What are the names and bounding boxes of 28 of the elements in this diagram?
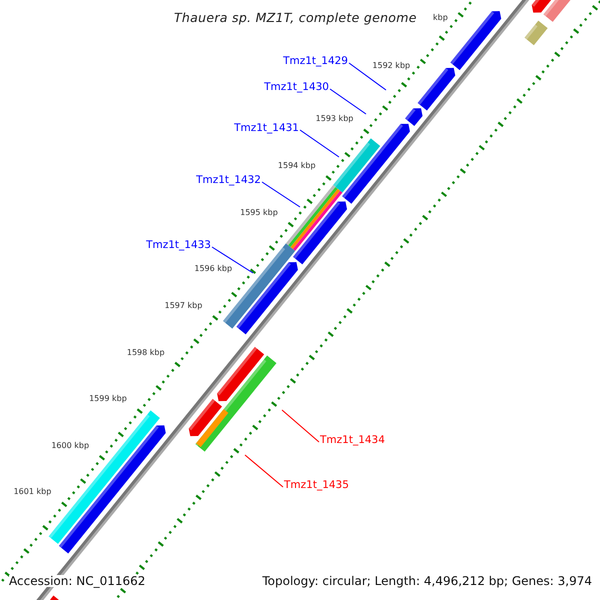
tick-label: 1596 kbp <box>194 265 232 274</box>
tick-label: 1597 kbp <box>164 302 202 310</box>
tick-label: 1593 kbp <box>316 115 354 124</box>
tick-label: 1601 kbp <box>14 488 52 496</box>
tick-label: 1600 kbp <box>51 442 90 450</box>
accession-text: Accession: NC_011662 <box>9 575 146 587</box>
leader-line <box>244 454 284 488</box>
tick-label: 1599 kbp <box>89 395 127 404</box>
leader-line <box>300 130 340 158</box>
gene-label: Tmz1t_1430 <box>264 82 329 92</box>
leader-line <box>282 410 320 442</box>
gene-label: Tmz1t_1429 <box>283 56 348 66</box>
leader-line <box>212 246 254 274</box>
gene-label: Tmz1t_1434 <box>320 434 385 446</box>
tick-label: 1598 kbp <box>126 348 165 357</box>
gene-label: Tmz1t_1435 <box>284 480 349 490</box>
tick-label: 1594 kbp <box>278 162 316 170</box>
tick-label: 1592 kbp <box>372 62 410 70</box>
gene-label: Tmz1t_1431 <box>234 122 299 134</box>
tick-label: kbp <box>433 14 448 22</box>
tick-label: 1595 kbp <box>240 208 278 217</box>
gene-label: Tmz1t_1432 <box>196 174 261 186</box>
genome-stats-text: Topology: circular; Length: 4,496,212 bp; Genes: 3,974 <box>262 575 592 587</box>
gene-label: Tmz1t_1433 <box>146 240 211 250</box>
title: Thauera sp. MZ1T, complete genome <box>174 12 417 24</box>
leader-line <box>262 182 300 208</box>
leader-line <box>348 62 386 90</box>
leader-line <box>330 88 366 114</box>
